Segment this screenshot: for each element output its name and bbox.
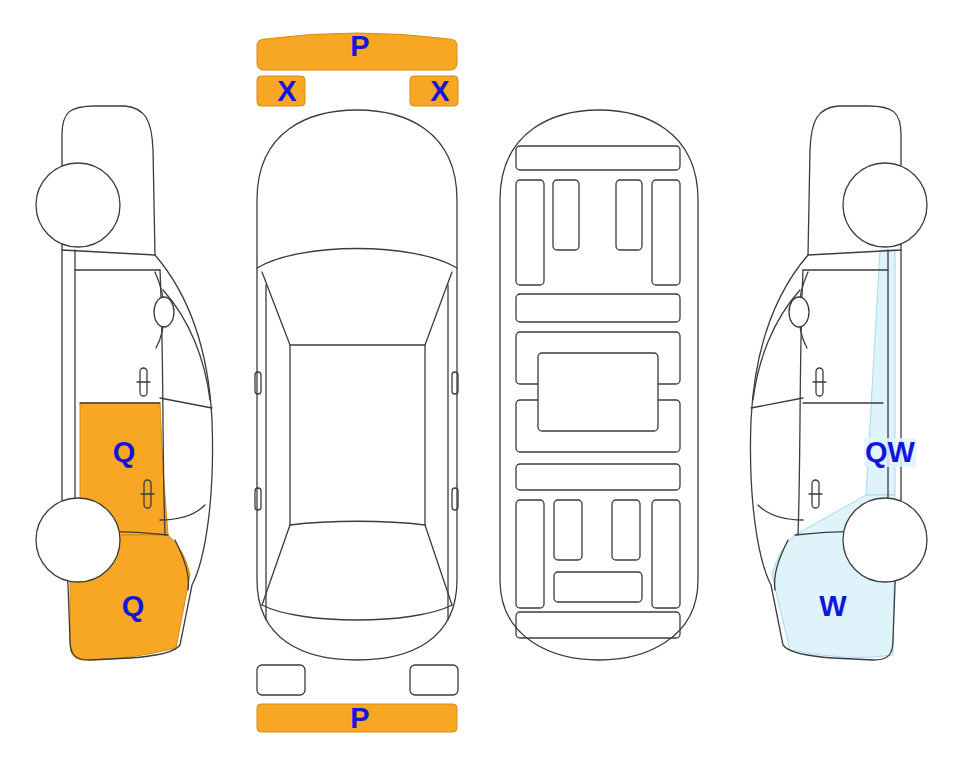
damage-code: P bbox=[350, 704, 369, 733]
light-panel: X bbox=[255, 74, 307, 108]
damage-area bbox=[257, 76, 305, 106]
damage-code: Q bbox=[122, 592, 145, 621]
damage-code: X bbox=[430, 77, 449, 106]
damage-area bbox=[257, 704, 457, 732]
damage-code: X bbox=[277, 77, 296, 106]
top-view bbox=[255, 110, 458, 695]
underside-view bbox=[500, 110, 698, 660]
left-side-view bbox=[36, 106, 213, 660]
damage-code: QW bbox=[864, 438, 916, 467]
damage-area bbox=[410, 76, 458, 106]
pillar-panel: QW bbox=[856, 248, 924, 498]
damage-code: Q bbox=[113, 438, 136, 467]
bumper-panel: P bbox=[255, 26, 459, 72]
damage-code: P bbox=[350, 32, 369, 61]
damage-code: W bbox=[819, 592, 846, 621]
bumper-panel: P bbox=[255, 702, 459, 734]
right-side-view bbox=[750, 106, 927, 660]
light-panel: X bbox=[408, 74, 460, 108]
